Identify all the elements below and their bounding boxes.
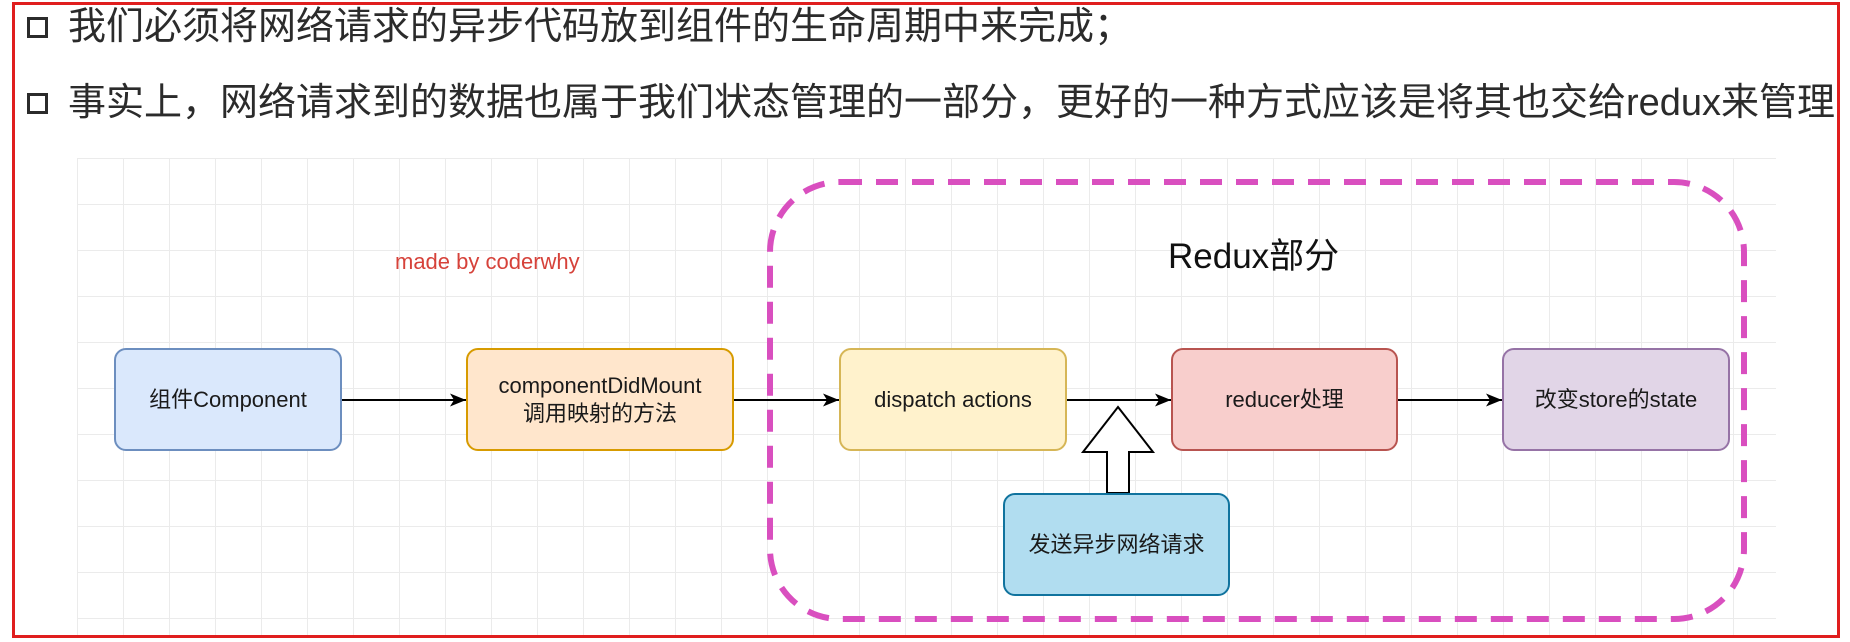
square-bullet-icon <box>27 92 48 114</box>
redux-group-dashed-border <box>767 179 1747 622</box>
bullet-text: 事实上，网络请求到的数据也属于我们状态管理的一部分，更好的一种方式应该是将其也交… <box>68 82 1836 124</box>
node-label: reducer处理 <box>1225 386 1344 412</box>
componentdidmount-node: componentDidMount 调用映射的方法 <box>466 348 734 451</box>
node-label-line-1: componentDidMount <box>498 372 702 398</box>
dispatch-actions-node: dispatch actions <box>839 348 1067 451</box>
hollow-up-arrow-icon <box>1080 405 1156 494</box>
node-label: 改变store的state <box>1534 386 1698 412</box>
redux-group-label: Redux部分 <box>1168 237 1340 276</box>
bullet-text: 我们必须将网络请求的异步代码放到组件的生命周期中来完成； <box>68 6 1133 48</box>
node-label: 发送异步网络请求 <box>1028 531 1205 557</box>
component-node: 组件Component <box>114 348 342 451</box>
bullet-line-1: 我们必须将网络请求的异步代码放到组件的生命周期中来完成； <box>26 4 1836 50</box>
node-label: dispatch actions <box>874 386 1032 412</box>
watermark-text: made by coderwhy <box>395 249 580 274</box>
change-store-state-node: 改变store的state <box>1502 348 1730 451</box>
bullet-line-2: 事实上，网络请求到的数据也属于我们状态管理的一部分，更好的一种方式应该是将其也交… <box>26 80 1836 126</box>
node-label-line-2: 调用映射的方法 <box>522 400 677 426</box>
square-bullet-icon <box>27 16 48 38</box>
node-label: 组件Component <box>149 386 307 412</box>
async-network-request-node: 发送异步网络请求 <box>1003 493 1230 596</box>
reducer-node: reducer处理 <box>1171 348 1398 451</box>
